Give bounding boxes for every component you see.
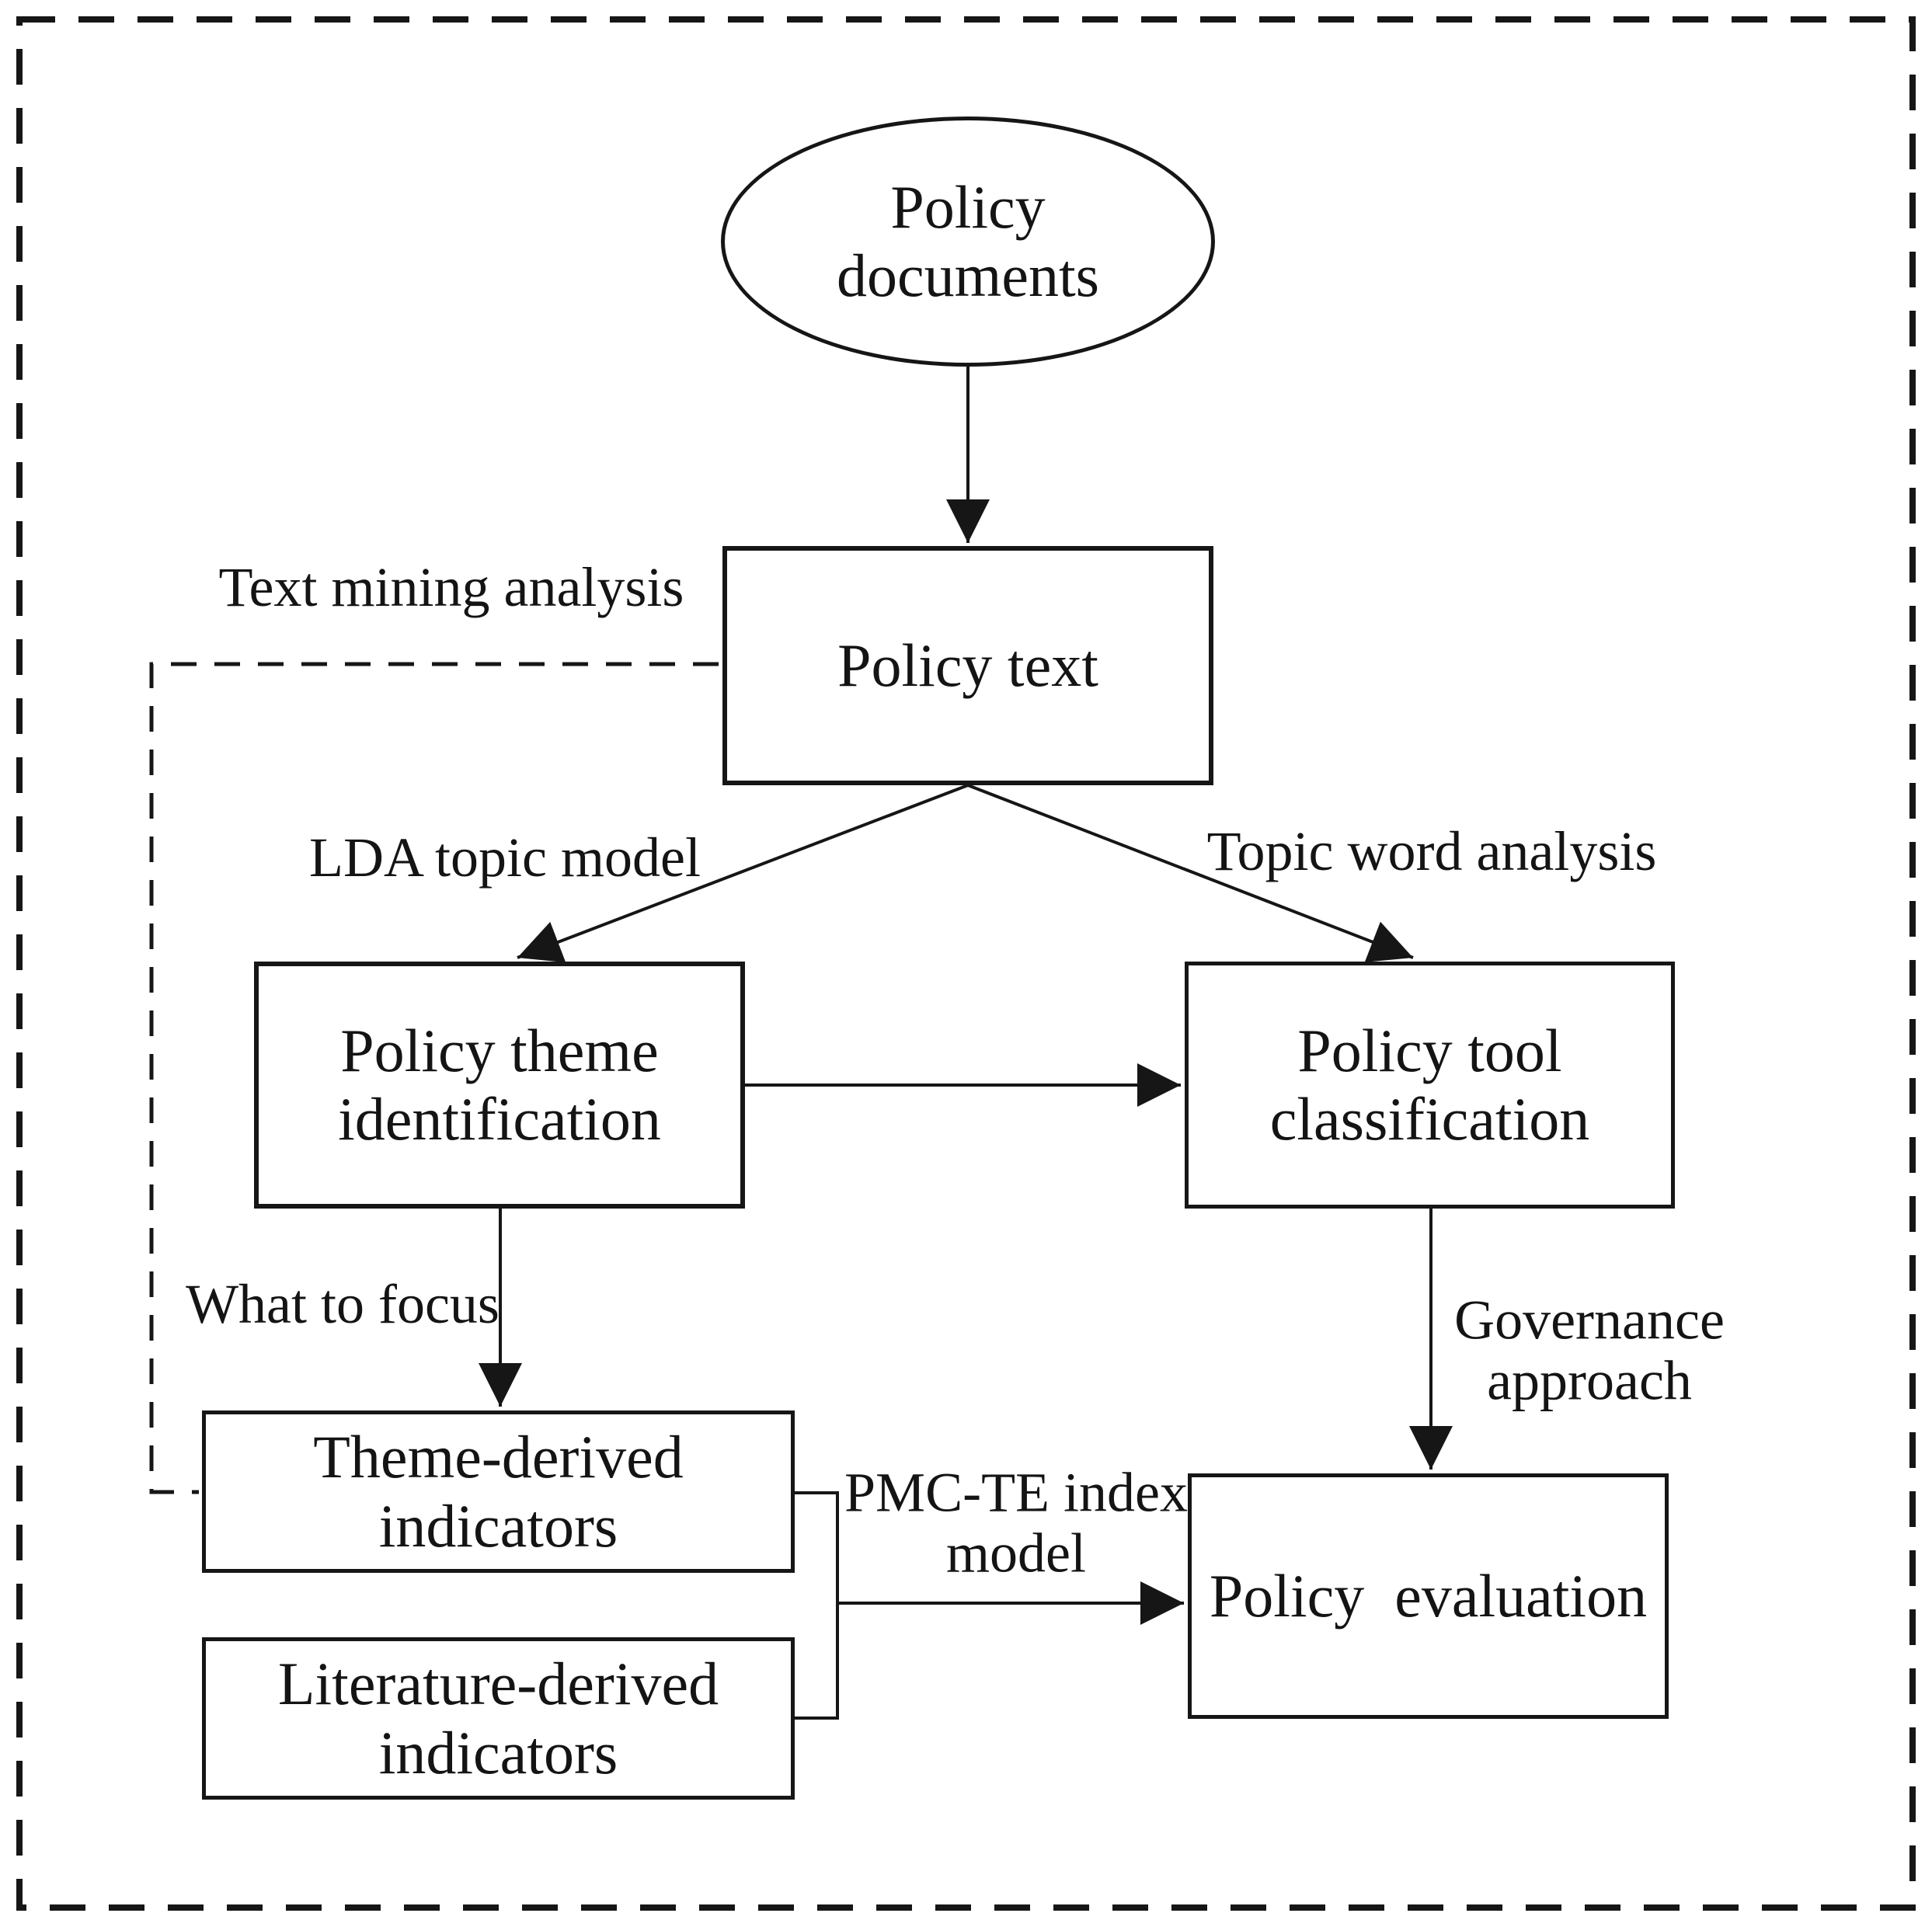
edge-label-what-to-focus: What to focus [186, 1273, 500, 1336]
edge-label-governance-approach: Governance approach [1454, 1289, 1725, 1411]
node-policy-tool-classification: Policy tool classification [1185, 962, 1675, 1209]
edge-label-topic-word-analysis: Topic word analysis [1206, 820, 1657, 883]
node-policy-documents: Policy documents [721, 117, 1215, 367]
node-policy-theme-identification: Policy theme identification [254, 962, 745, 1209]
node-policy-evaluation: Policy evaluation [1188, 1473, 1669, 1719]
node-policy-text: Policy text [722, 546, 1213, 785]
edge-label-lda-topic-model: LDA topic model [309, 826, 701, 889]
edge-text-to-theme [517, 784, 969, 963]
node-theme-derived-indicators: Theme-derived indicators [202, 1410, 795, 1573]
edge-text-to-tool [967, 784, 1414, 962]
node-literature-derived-indicators: Literature-derived indicators [202, 1637, 795, 1800]
edge-label-pmc-te-index-model: PMC-TE index model [844, 1461, 1188, 1584]
outer-dashed-border [16, 16, 1916, 1911]
edge-indicators-bracket [795, 1491, 839, 1720]
edge-label-text-mining-analysis: Text mining analysis [218, 556, 684, 619]
edge-dashed-policytext-to-themederived [149, 662, 719, 1494]
